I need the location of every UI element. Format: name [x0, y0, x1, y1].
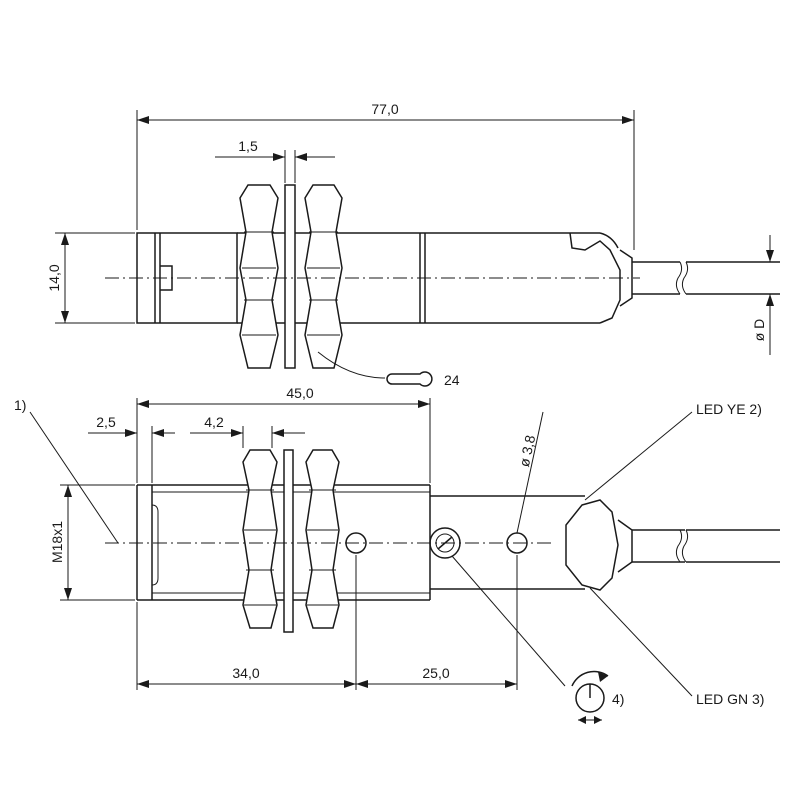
potentiometer-symbol-icon: [571, 670, 609, 724]
side-nut-right: [305, 449, 340, 629]
dim-body-height: 14,0: [46, 264, 62, 291]
dim-face-offset: 2,5: [96, 414, 116, 430]
dim-cable-diameter: ø D: [751, 319, 767, 342]
top-nut-right: [304, 184, 343, 369]
dim-wrench-size: 24: [444, 372, 460, 388]
top-view: 77,0 1,5 14,0 ø D 24: [46, 101, 780, 388]
note-potentiometer: 4): [612, 691, 624, 707]
dim-nut-thickness-top: 1,5: [238, 138, 258, 154]
top-washer: [284, 184, 296, 369]
rear-cap-led: [565, 499, 619, 591]
label-led-yellow: LED YE 2): [696, 401, 762, 417]
dim-thread-length: 45,0: [286, 385, 313, 401]
wrench-icon: [386, 371, 433, 387]
top-nut-left: [239, 184, 279, 369]
dim-led-spacing: 25,0: [422, 665, 449, 681]
dim-led-position: 34,0: [232, 665, 259, 681]
side-nut-left: [242, 449, 278, 629]
dim-overall-length: 77,0: [371, 101, 398, 117]
side-washer: [283, 449, 294, 633]
dim-thread: M18x1: [49, 521, 65, 563]
dim-hole-diameter: ø 3,8: [516, 433, 538, 468]
note-1: 1): [14, 397, 26, 413]
label-led-green: LED GN 3): [696, 691, 764, 707]
side-view: 1) 45,0 2,5 4,2 M18x1 ø 3,8: [14, 385, 780, 724]
dim-nut-thickness: 4,2: [204, 414, 224, 430]
